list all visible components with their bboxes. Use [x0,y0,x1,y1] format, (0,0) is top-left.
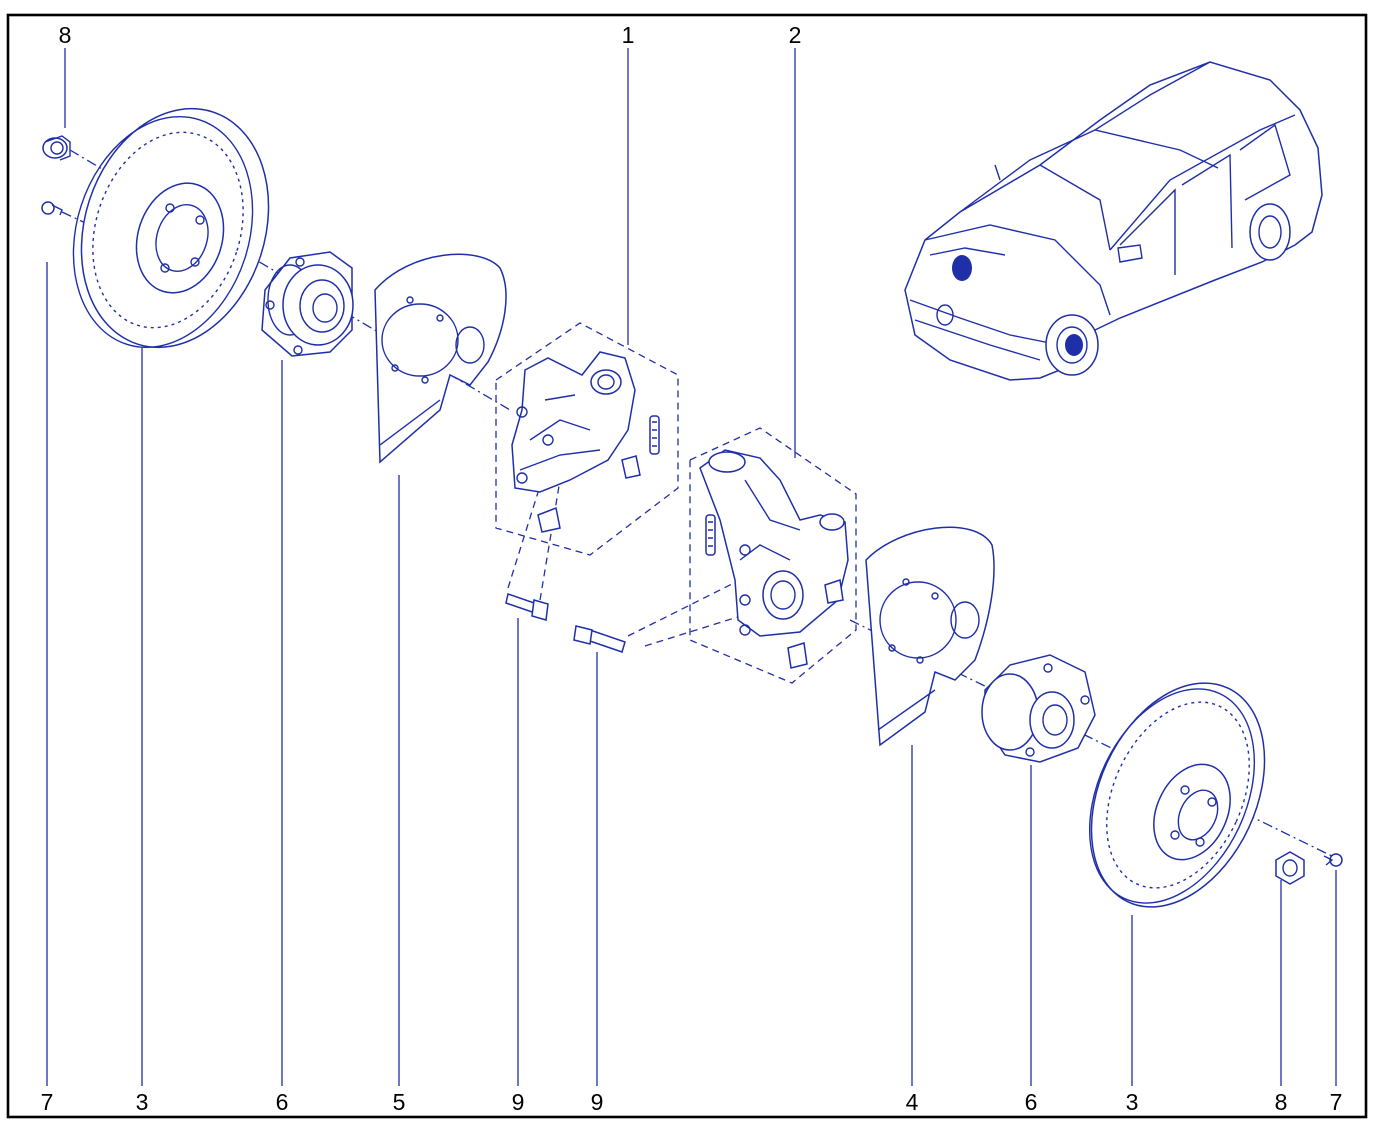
wheel-hub-right-6 [981,654,1096,763]
steering-knuckle-2 [699,449,849,669]
brake-disc-left-3 [72,107,270,349]
callout-bottom-11: 7 [1330,1089,1343,1115]
callout-top-2: 2 [789,22,802,48]
diagram-frame [6,13,1368,1119]
screw-right-7 [1323,853,1343,867]
wheel-hub-left-6 [261,251,354,357]
callout-top-1: 1 [622,22,635,48]
callout-bottom-9: 3 [1126,1089,1139,1115]
callout-bottom-7: 4 [906,1089,919,1115]
callout-bottom-6: 9 [591,1089,604,1115]
callout-bottom-2: 3 [136,1089,149,1115]
nut-left-8 [42,135,71,161]
callout-bottom-5: 9 [512,1089,525,1115]
bolt-right-9 [573,625,626,653]
steering-knuckle-1 [511,351,660,533]
vehicle-illustration [904,61,1323,381]
bolt-left-9 [505,593,549,621]
callout-bottom-1: 7 [41,1089,54,1115]
callout-top-8: 8 [59,22,72,48]
callout-bottom-4: 5 [393,1089,406,1115]
callout-bottom-3: 6 [276,1089,289,1115]
nut-right-8 [1275,851,1305,885]
callout-bottom-10: 8 [1275,1089,1288,1115]
leader-lines [46,48,1337,1086]
brake-disc-right-3 [1088,682,1266,908]
dust-shield-left-5 [374,253,507,464]
callout-bottom-8: 6 [1025,1089,1038,1115]
callout-numbers: 8 1 2 7 3 6 5 9 9 4 6 3 8 7 [41,22,1343,1115]
dust-shield-right-4 [865,526,995,747]
screw-left-7 [41,201,63,216]
